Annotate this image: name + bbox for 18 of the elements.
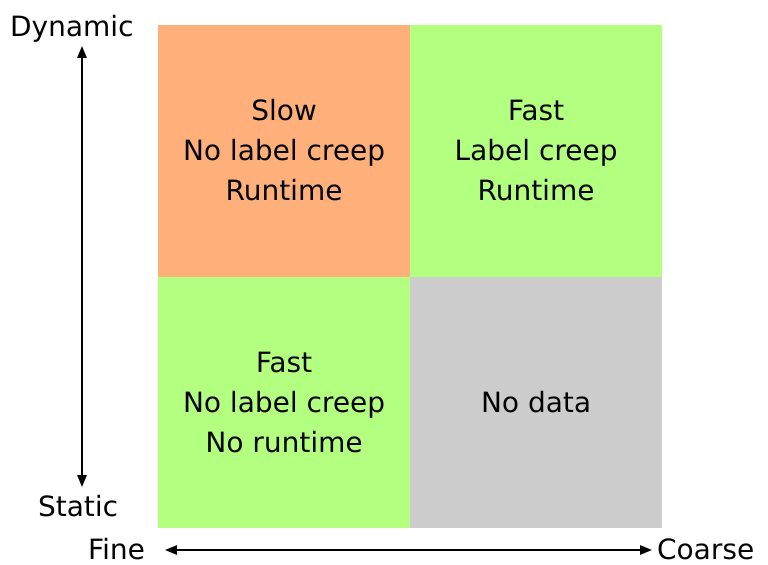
quadrant-text: No label creep bbox=[182, 133, 386, 169]
quadrant-cell bbox=[158, 25, 410, 277]
axis-label: Fine bbox=[88, 533, 145, 565]
quadrant-text: Fast bbox=[508, 93, 564, 129]
quadrant-text: No runtime bbox=[205, 424, 363, 460]
quadrant-text: Runtime bbox=[478, 173, 594, 209]
axis-label: Dynamic bbox=[10, 10, 134, 44]
axis-label: Static bbox=[38, 490, 118, 524]
axis-label: Coarse bbox=[657, 533, 754, 565]
quadrant-text: Slow bbox=[251, 93, 317, 129]
quadrant-cell bbox=[410, 25, 662, 277]
quadrant-text: Label creep bbox=[454, 133, 618, 169]
quadrant-text: No label creep bbox=[182, 384, 386, 420]
quadrant-cell bbox=[410, 277, 662, 528]
quadrant-cell bbox=[158, 277, 410, 528]
quadrant-text: Runtime bbox=[226, 173, 342, 209]
quadrant-text: No data bbox=[480, 384, 592, 420]
quadrant-text: Fast bbox=[256, 344, 312, 380]
